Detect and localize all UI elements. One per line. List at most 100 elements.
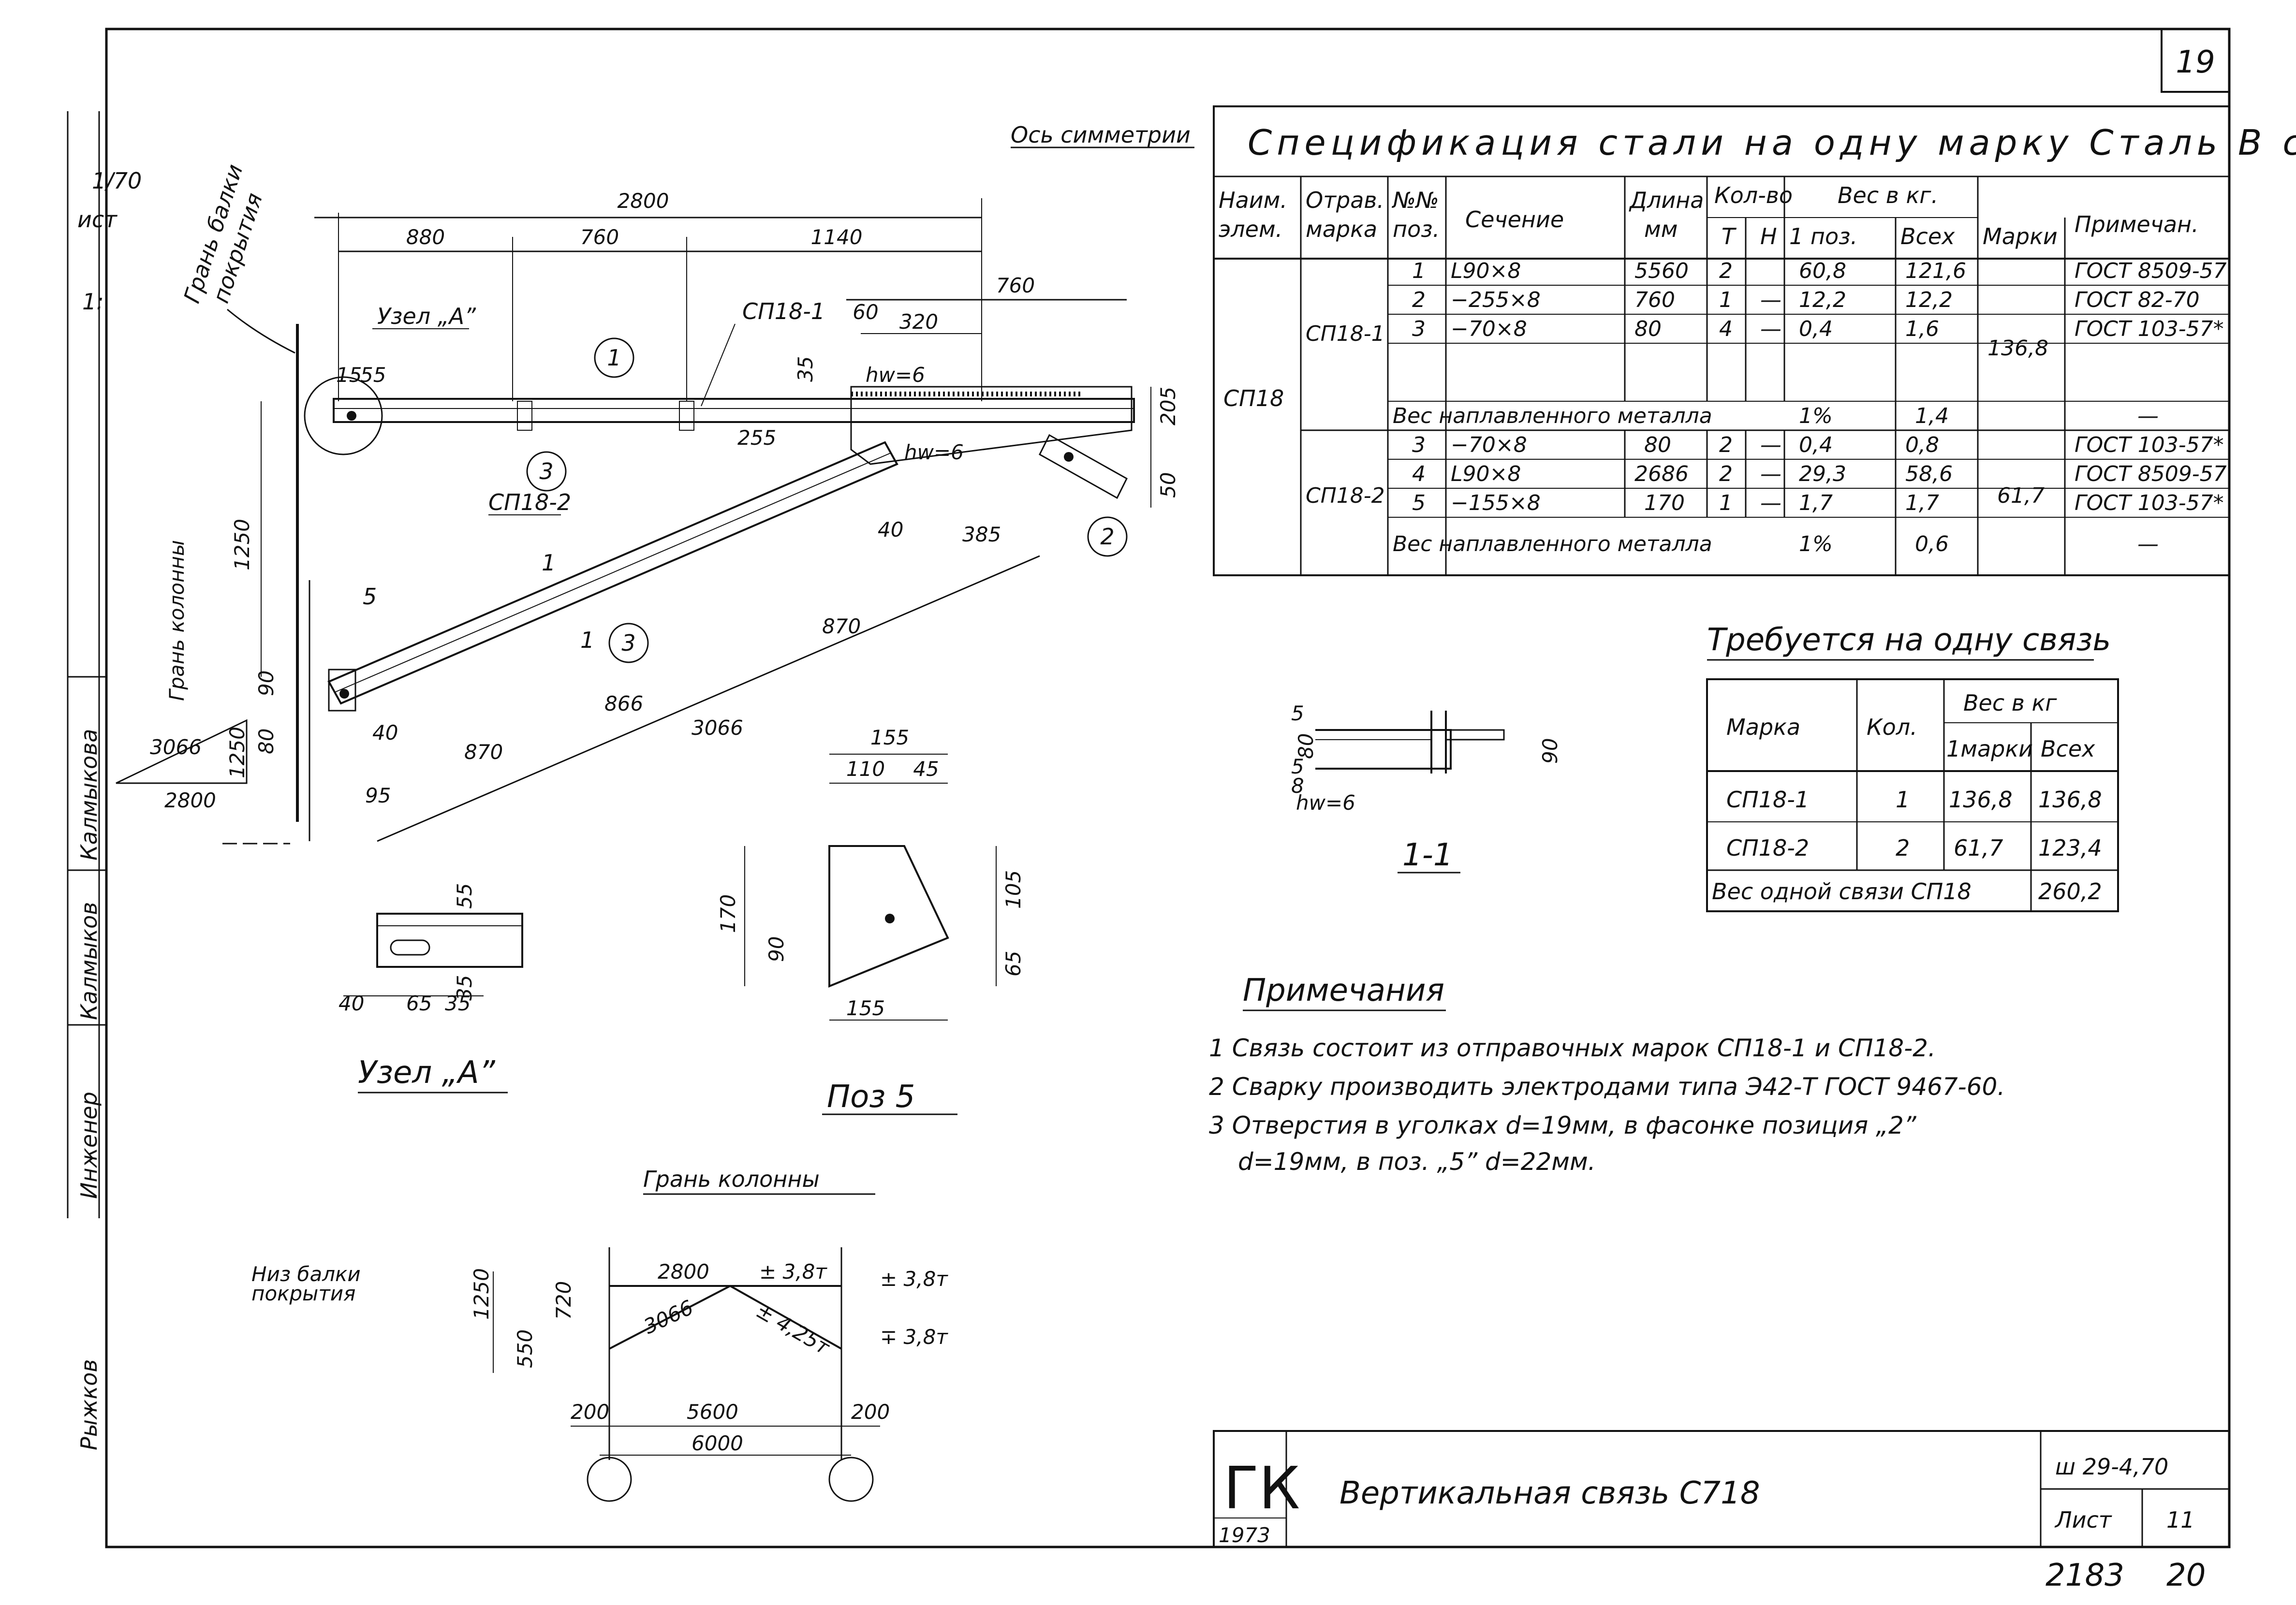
stamp-sheet-val: 11: [2166, 1507, 2195, 1533]
dim-55: 55: [360, 363, 386, 387]
cell-note: ГОСТ 103-57*: [2075, 491, 2224, 515]
scheme-dim-200a: 200: [571, 1400, 609, 1424]
poz5-dim-90: 90: [765, 936, 788, 962]
label-uzel-a: Узел „А”: [377, 303, 476, 329]
uzel-dim-40: 40: [339, 992, 364, 1015]
dim-80: 80: [254, 729, 278, 754]
sheet-number-box: 19: [2161, 28, 2230, 93]
hdr-qty-n: Н: [1760, 223, 1777, 249]
cell-t: 4: [1719, 317, 1733, 341]
sec-dim-5: 5: [1291, 701, 1304, 725]
cell-t: 2: [1719, 462, 1733, 486]
req-cell-all: 123,4: [2038, 835, 2102, 861]
req-hdr-qty: Кол.: [1867, 714, 1917, 740]
cell-section: −255×8: [1451, 288, 1541, 312]
weld-pct: 1%: [1799, 404, 1833, 428]
spec-title: Спецификация стали на одну марку Сталь В…: [1248, 122, 2296, 163]
hdr-pos-2: поз.: [1393, 216, 1440, 242]
cell-note: ГОСТ 103-57*: [2075, 317, 2224, 341]
required-table: Требуется на одну связь Марка Кол. Вес в…: [1706, 622, 2119, 912]
weld-pct: 1%: [1799, 532, 1833, 556]
uzel-dim-55: 55: [453, 883, 476, 909]
notes: Примечания 1 Связь состоит из отправочны…: [1209, 973, 2005, 1176]
spec-row: 2 −255×8 760 1 — 12,2 12,2 ГОСТ 82-70: [1412, 288, 2200, 312]
cell-pos: 5: [1412, 491, 1426, 515]
sidebar-name2: Калмыков: [76, 902, 102, 1020]
stamp-bottom-num: 2183: [2046, 1558, 2124, 1593]
hdr-length-1: Длина: [1629, 187, 1704, 213]
dim-880: 880: [406, 225, 445, 249]
dim-866: 866: [604, 692, 643, 715]
callout-1: 1: [607, 345, 621, 371]
hdr-w-pos: 1 поз.: [1789, 223, 1857, 249]
spec-row: 3 −70×8 80 2 — 0,4 0,8 ГОСТ 103-57*: [1412, 433, 2224, 457]
req-hdr-mark: Марка: [1726, 714, 1800, 740]
req-cell-one: 136,8: [1949, 787, 2013, 813]
cell-length: 170: [1644, 491, 1685, 515]
stamp-year: 1973: [1219, 1523, 1270, 1547]
dim-760b: 760: [996, 274, 1035, 297]
cell-pos: 3: [1412, 433, 1426, 457]
cell-section: −70×8: [1451, 317, 1527, 341]
gusset-plate: [850, 386, 1133, 465]
hw-label-2: hw=6: [904, 440, 964, 464]
element-name: СП18: [1223, 385, 1284, 411]
dim-2800: 2800: [618, 189, 669, 213]
sidebar-name3: Рыжков: [76, 1359, 102, 1450]
cell-wall: 1,6: [1905, 317, 1939, 341]
weld-note: —: [2137, 532, 2159, 556]
weld-row: Вес наплавленного металла 1% 1,4 —: [1393, 404, 2159, 428]
hw-label-1: hw=6: [866, 363, 925, 387]
dim-50: 50: [1156, 472, 1180, 498]
notes-title: Примечания: [1243, 973, 1444, 1008]
node-a-detail: 55 35 40 65 35 Узел „А”: [339, 883, 523, 1094]
req-hdr-all: Всех: [2041, 736, 2095, 762]
weld-value: 0,6: [1915, 532, 1949, 556]
weld-row: Вес наплавленного металла 1% 0,6 —: [1393, 532, 2159, 556]
scheme-dim-1250: 1250: [470, 1268, 493, 1320]
scheme-dim-3066: 3066: [640, 1295, 697, 1339]
section-mark-1b: 1: [580, 627, 594, 653]
cell-t: 1: [1719, 288, 1733, 312]
label-sp18-1: СП18-1: [742, 298, 825, 324]
dim-60: 60: [853, 300, 878, 324]
cell-pos: 4: [1412, 462, 1426, 486]
scheme-force-3: ∓ 3,8т: [880, 1325, 948, 1349]
cell-w1: 0,4: [1799, 433, 1833, 457]
hdr-element-2: элем.: [1219, 216, 1282, 242]
cell-length: 80: [1634, 317, 1662, 341]
hdr-pos-1: №№: [1391, 187, 1439, 213]
group-1-mark: СП18-1: [1306, 321, 1385, 346]
diagonal-brace-angle: [327, 441, 898, 705]
scheme-force-4: ± 4,25т: [752, 1299, 834, 1359]
poz5-dim-105: 105: [1001, 870, 1025, 909]
poz5-title: Поз 5: [827, 1079, 915, 1115]
spec-table: Спецификация стали на одну марку Сталь В…: [1213, 105, 2296, 576]
uzel-dim-35b: 35: [445, 992, 471, 1015]
cell-wall: 58,6: [1905, 462, 1953, 486]
note-item: 2 Сварку производить электродами типа Э4…: [1209, 1073, 2005, 1101]
spec-row: 1 L90×8 5560 2 60,8 121,6 ГОСТ 8509-57: [1412, 259, 2227, 283]
cell-pos: 1: [1412, 259, 1426, 283]
group-2-mark: СП18-2: [1306, 483, 1385, 508]
cell-note: ГОСТ 103-57*: [2075, 433, 2224, 457]
callout-2: 2: [1100, 524, 1114, 550]
hdr-w-all: Всех: [1900, 223, 1955, 249]
dim-15: 15: [336, 363, 362, 387]
weld-note: —: [2137, 404, 2159, 428]
scheme-column-face: Грань колонны: [643, 1166, 820, 1192]
scheme-dim-5600: 5600: [687, 1400, 738, 1424]
section-1-1: 5 80 5 8 90 hw=6 1-1: [1291, 701, 1562, 874]
scheme-dim-200b: 200: [851, 1400, 890, 1424]
sec-dim-8: 8: [1291, 774, 1304, 798]
dim-320: 320: [899, 310, 938, 334]
cell-w1: 1,7: [1799, 491, 1833, 515]
cell-section: −155×8: [1451, 491, 1541, 515]
req-hdr-weight: Вес в кг: [1963, 690, 2057, 716]
scheme-dim-720: 720: [552, 1281, 575, 1320]
cell-n: —: [1760, 462, 1781, 486]
dim-40b: 40: [372, 721, 398, 744]
dim-3066: 3066: [692, 716, 743, 740]
hdr-w-mark: Марки: [1983, 223, 2058, 249]
req-cell-qty: 2: [1896, 835, 1910, 861]
